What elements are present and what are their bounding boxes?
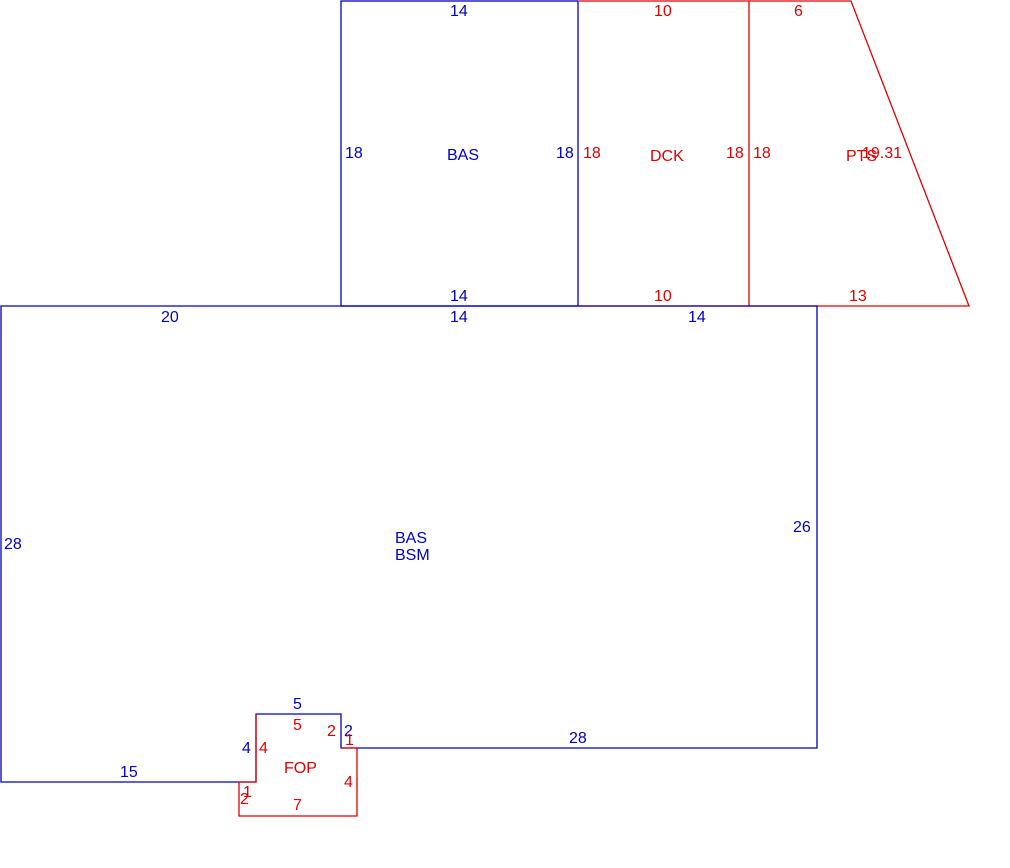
fop-step-down-dim: 1 <box>345 732 354 749</box>
dck-right-dim: 18 <box>726 145 744 162</box>
fop-bottom-dim: 7 <box>293 797 302 814</box>
bas-upper-right-dim: 18 <box>556 145 574 162</box>
bas-main-right-dim: 26 <box>793 519 811 536</box>
fop-top-dim: 5 <box>293 717 302 734</box>
bas-main-left-dim: 28 <box>4 536 22 553</box>
bsm-label: BSM <box>395 547 430 564</box>
bas-upper-top-dim: 14 <box>450 3 468 20</box>
pts-left-dim: 18 <box>753 145 771 162</box>
dck-left-dim: 18 <box>583 145 601 162</box>
dck-bottom-dim: 10 <box>654 288 672 305</box>
fop-left-upper-dim: 4 <box>259 740 268 757</box>
bas-main-label: BAS <box>395 530 427 547</box>
dck-label: DCK <box>650 148 684 165</box>
bas-upper-left-dim: 18 <box>345 145 363 162</box>
pts-bottom-dim: 13 <box>849 288 867 305</box>
fop-left-lower-b-dim: 2 <box>240 791 249 808</box>
bas-main-notch-top-dim: 5 <box>293 696 302 713</box>
fop-step-right-dim: 2 <box>327 723 336 740</box>
bas-main-notch-right-dim: 2 <box>344 723 353 740</box>
fop-right-dim: 4 <box>344 774 353 791</box>
pts-label: PTS <box>846 148 877 165</box>
fop-label: FOP <box>284 760 317 777</box>
pts-outline <box>749 0 970 307</box>
bas-main-outline <box>0 305 818 783</box>
pts-slant-dim: 19.31 <box>862 145 902 162</box>
bas-main-notch-left-dim: 4 <box>242 740 251 757</box>
bas-main-bottom-left-dim: 15 <box>120 764 138 781</box>
bas-main-top-mid-dim: 14 <box>450 309 468 326</box>
bas-main-top-right-dim: 14 <box>688 309 706 326</box>
bas-upper-label: BAS <box>447 147 479 164</box>
bas-main-bottom-right-dim: 28 <box>569 730 587 747</box>
dck-top-dim: 10 <box>654 3 672 20</box>
fop-outline <box>238 714 358 817</box>
fop-left-lower-a-dim: 1 <box>243 784 252 801</box>
pts-top-dim: 6 <box>794 3 803 20</box>
bas-main-top-left-dim: 20 <box>161 309 179 326</box>
bas-upper-bottom-dim: 14 <box>450 288 468 305</box>
